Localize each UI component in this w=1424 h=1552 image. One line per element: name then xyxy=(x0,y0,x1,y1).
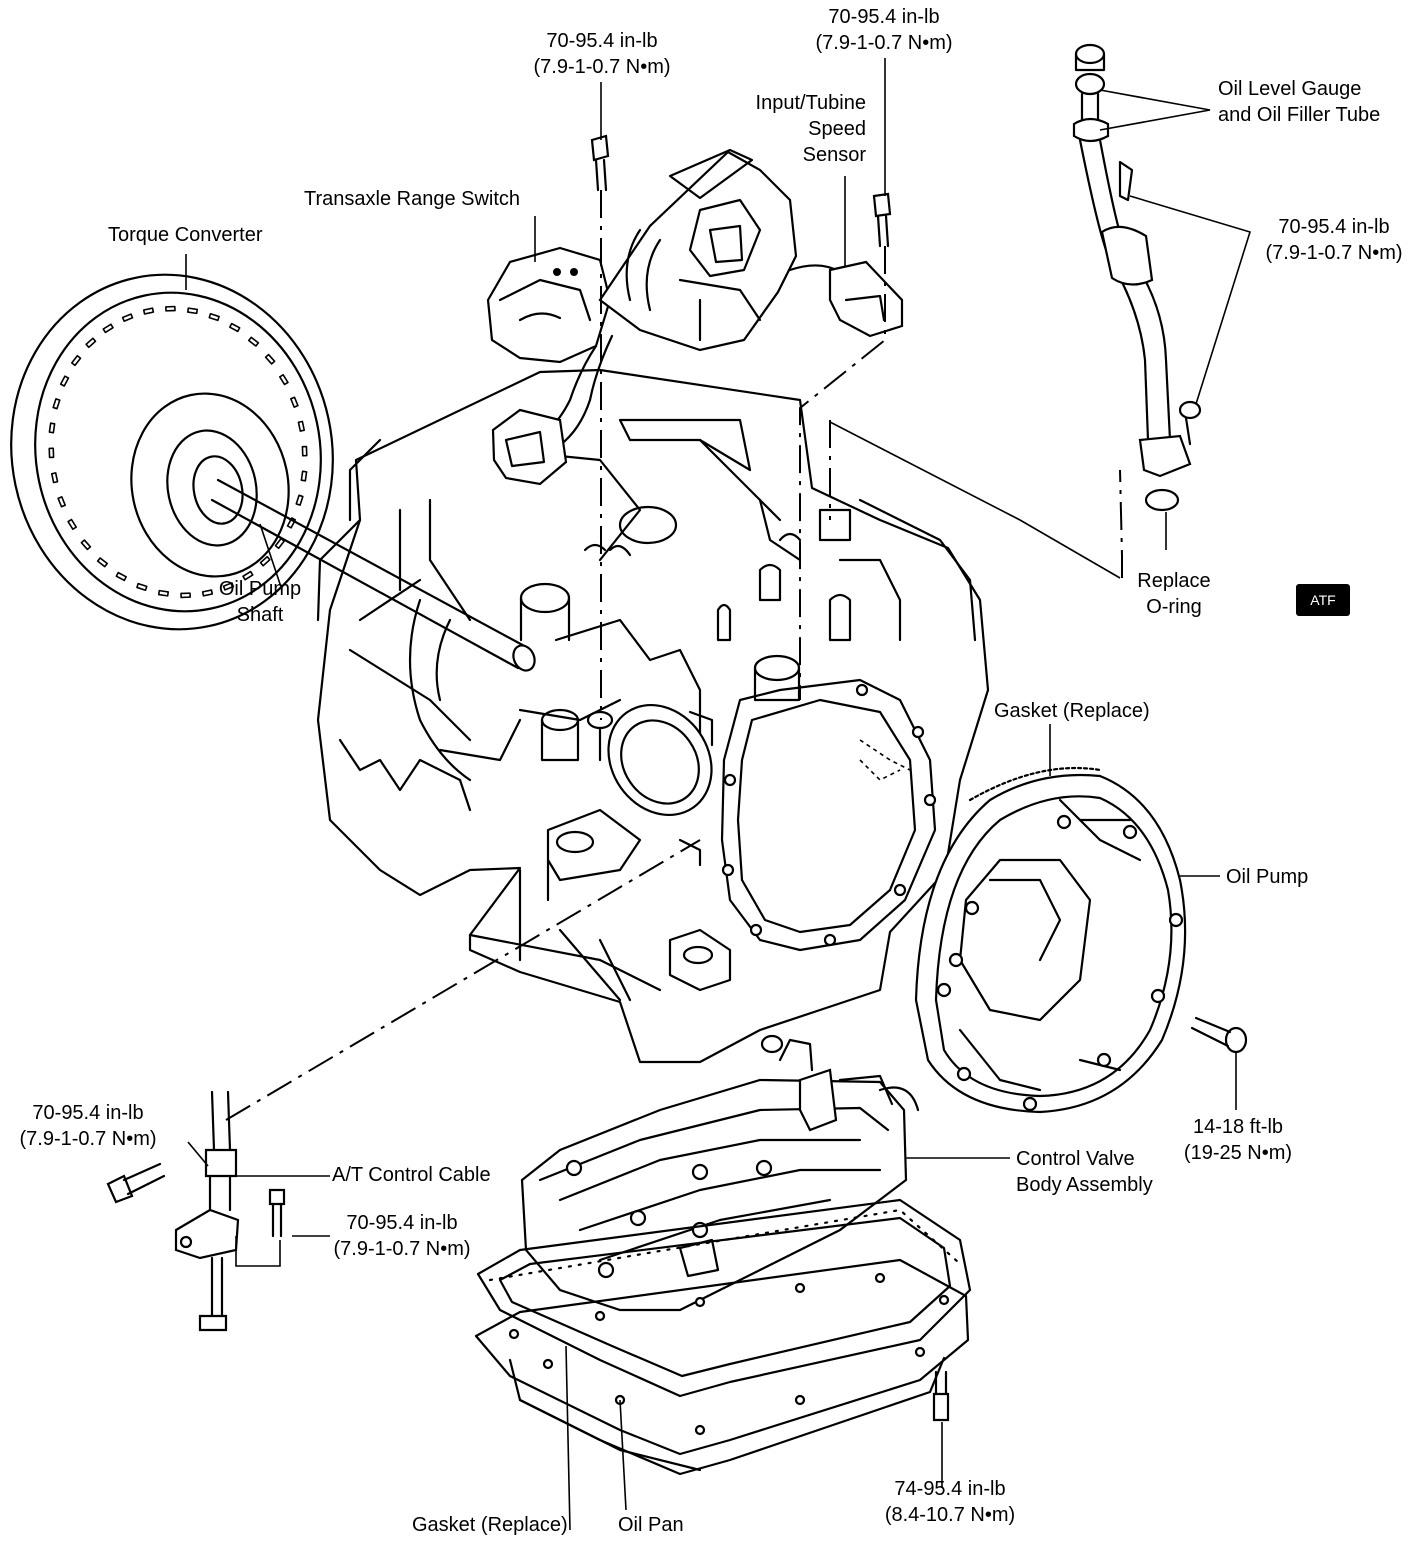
converter-fin xyxy=(222,582,235,591)
converter-fin xyxy=(85,337,97,349)
range-switch-assembly xyxy=(486,148,904,486)
control-valve-body-label: Control Valve Body Assembly xyxy=(1016,1146,1153,1198)
torque-spec-oil-pump-bolt: 14-18 ft-lb (19-25 N•m) xyxy=(1168,1114,1308,1166)
torque-metric: (7.9-1-0.7 N•m) xyxy=(19,1128,157,1150)
converter-fin xyxy=(290,396,299,408)
label-line: O-ring xyxy=(1146,596,1202,618)
converter-fin xyxy=(50,472,59,484)
converter-fin xyxy=(136,582,148,592)
converter-fin xyxy=(80,539,92,551)
label-line: Input/Tubine xyxy=(755,92,866,114)
converter-fin xyxy=(301,445,308,457)
converter-fin xyxy=(48,447,55,459)
torque-value: 70-95.4 in-lb xyxy=(546,30,658,52)
label-line: Body Assembly xyxy=(1016,1174,1153,1196)
label-line: Control Valve xyxy=(1016,1148,1135,1170)
oil-pump-shaft-label: Oil Pump Shaft xyxy=(210,576,310,628)
torque-metric: (7.9-1-0.7 N•m) xyxy=(333,1238,471,1260)
converter-fin xyxy=(142,307,155,315)
alignment-centerlines xyxy=(225,190,1123,1121)
torque-metric: (7.9-1-0.7 N•m) xyxy=(1265,242,1403,264)
converter-fin xyxy=(180,592,191,599)
leader-lines xyxy=(185,58,1252,1531)
oil-pump-label: Oil Pump xyxy=(1226,866,1309,888)
converter-fin xyxy=(59,375,70,387)
label-line: Shaft xyxy=(236,604,284,626)
converter-fin xyxy=(295,494,304,506)
oil-pump-shaft xyxy=(210,478,536,672)
converter-fin xyxy=(242,570,254,581)
converter-fin xyxy=(300,470,308,482)
oil-pan-label: Oil Pan xyxy=(618,1514,684,1536)
converter-fin xyxy=(229,322,241,333)
label-line: Sensor xyxy=(802,144,866,166)
converter-fin xyxy=(121,313,134,322)
transaxle-range-switch-label: Transaxle Range Switch xyxy=(304,188,521,210)
torque-metric: (7.9-1-0.7 N•m) xyxy=(815,32,953,54)
label-line: Speed xyxy=(808,118,866,140)
label-line: Oil Level Gauge xyxy=(1218,78,1362,100)
converter-fin xyxy=(48,422,56,434)
torque-value: 70-95.4 in-lb xyxy=(32,1102,144,1124)
torque-value: 74-95.4 in-lb xyxy=(894,1478,1006,1500)
oil-pan-gasket xyxy=(476,1198,972,1398)
converter-fin xyxy=(96,557,109,568)
converter-fin xyxy=(278,373,289,386)
torque-metric: (19-25 N•m) xyxy=(1183,1142,1293,1164)
torque-spec-filler-tube: 70-95.4 in-lb (7.9-1-0.7 N•m) xyxy=(1250,214,1418,266)
converter-fin xyxy=(52,398,61,410)
torque-value: 70-95.4 in-lb xyxy=(828,6,940,28)
at-control-cable-label: A/T Control Cable xyxy=(332,1164,491,1186)
converter-fin xyxy=(186,307,199,315)
converter-fin xyxy=(201,589,214,597)
oil-level-gauge-label: Oil Level Gauge and Oil Filler Tube xyxy=(1218,76,1380,128)
converter-fin xyxy=(264,353,276,365)
torque-value: 70-95.4 in-lb xyxy=(346,1212,458,1234)
label-line: Replace xyxy=(1137,570,1211,592)
torque-metric: (8.4-10.7 N•m) xyxy=(884,1504,1016,1526)
torque-value: 14-18 ft-lb xyxy=(1192,1116,1284,1138)
torque-spec-cable-bracket: 70-95.4 in-lb (7.9-1-0.7 N•m) xyxy=(318,1210,486,1262)
label-line: and Oil Filler Tube xyxy=(1218,104,1381,126)
gasket-replace-bottom-label: Gasket (Replace) xyxy=(412,1514,568,1536)
gasket-replace-right-label: Gasket (Replace) xyxy=(994,700,1150,722)
torque-spec-oil-pan: 74-95.4 in-lb (8.4-10.7 N•m) xyxy=(866,1476,1034,1528)
converter-fin xyxy=(208,312,220,322)
bolts xyxy=(268,134,950,1422)
torque-spec-top-right: 70-95.4 in-lb (7.9-1-0.7 N•m) xyxy=(800,4,968,56)
replace-oring-label: Replace O-ring xyxy=(1124,568,1224,620)
torque-metric: (7.9-1-0.7 N•m) xyxy=(533,56,671,78)
converter-fin xyxy=(115,571,127,582)
control-valve-body xyxy=(520,1034,920,1312)
converter-fin xyxy=(57,496,66,508)
torque-spec-top-left: 70-95.4 in-lb (7.9-1-0.7 N•m) xyxy=(518,28,686,80)
converter-fin xyxy=(247,336,260,347)
torque-spec-cable-bolt: 70-95.4 in-lb (7.9-1-0.7 N•m) xyxy=(4,1100,172,1152)
atf-badge: ATF xyxy=(1296,584,1350,616)
converter-fin xyxy=(102,323,114,334)
converter-fin xyxy=(165,305,176,312)
torque-converter-label: Torque Converter xyxy=(108,224,263,246)
converter-fin xyxy=(259,555,271,567)
torque-converter xyxy=(10,273,334,631)
oil-pan xyxy=(474,1258,970,1476)
torque-value: 70-95.4 in-lb xyxy=(1278,216,1390,238)
converter-fin xyxy=(67,518,78,531)
converter-fin xyxy=(71,354,82,367)
transaxle-case xyxy=(316,368,990,1064)
oil-pump-cover xyxy=(914,766,1248,1114)
converter-fin xyxy=(297,420,306,432)
label-line: Oil Pump xyxy=(218,578,302,600)
input-speed-sensor-label: Input/Tubine Speed Sensor xyxy=(720,90,866,168)
converter-fin xyxy=(157,589,170,597)
oil-filler-tube xyxy=(1072,43,1202,512)
